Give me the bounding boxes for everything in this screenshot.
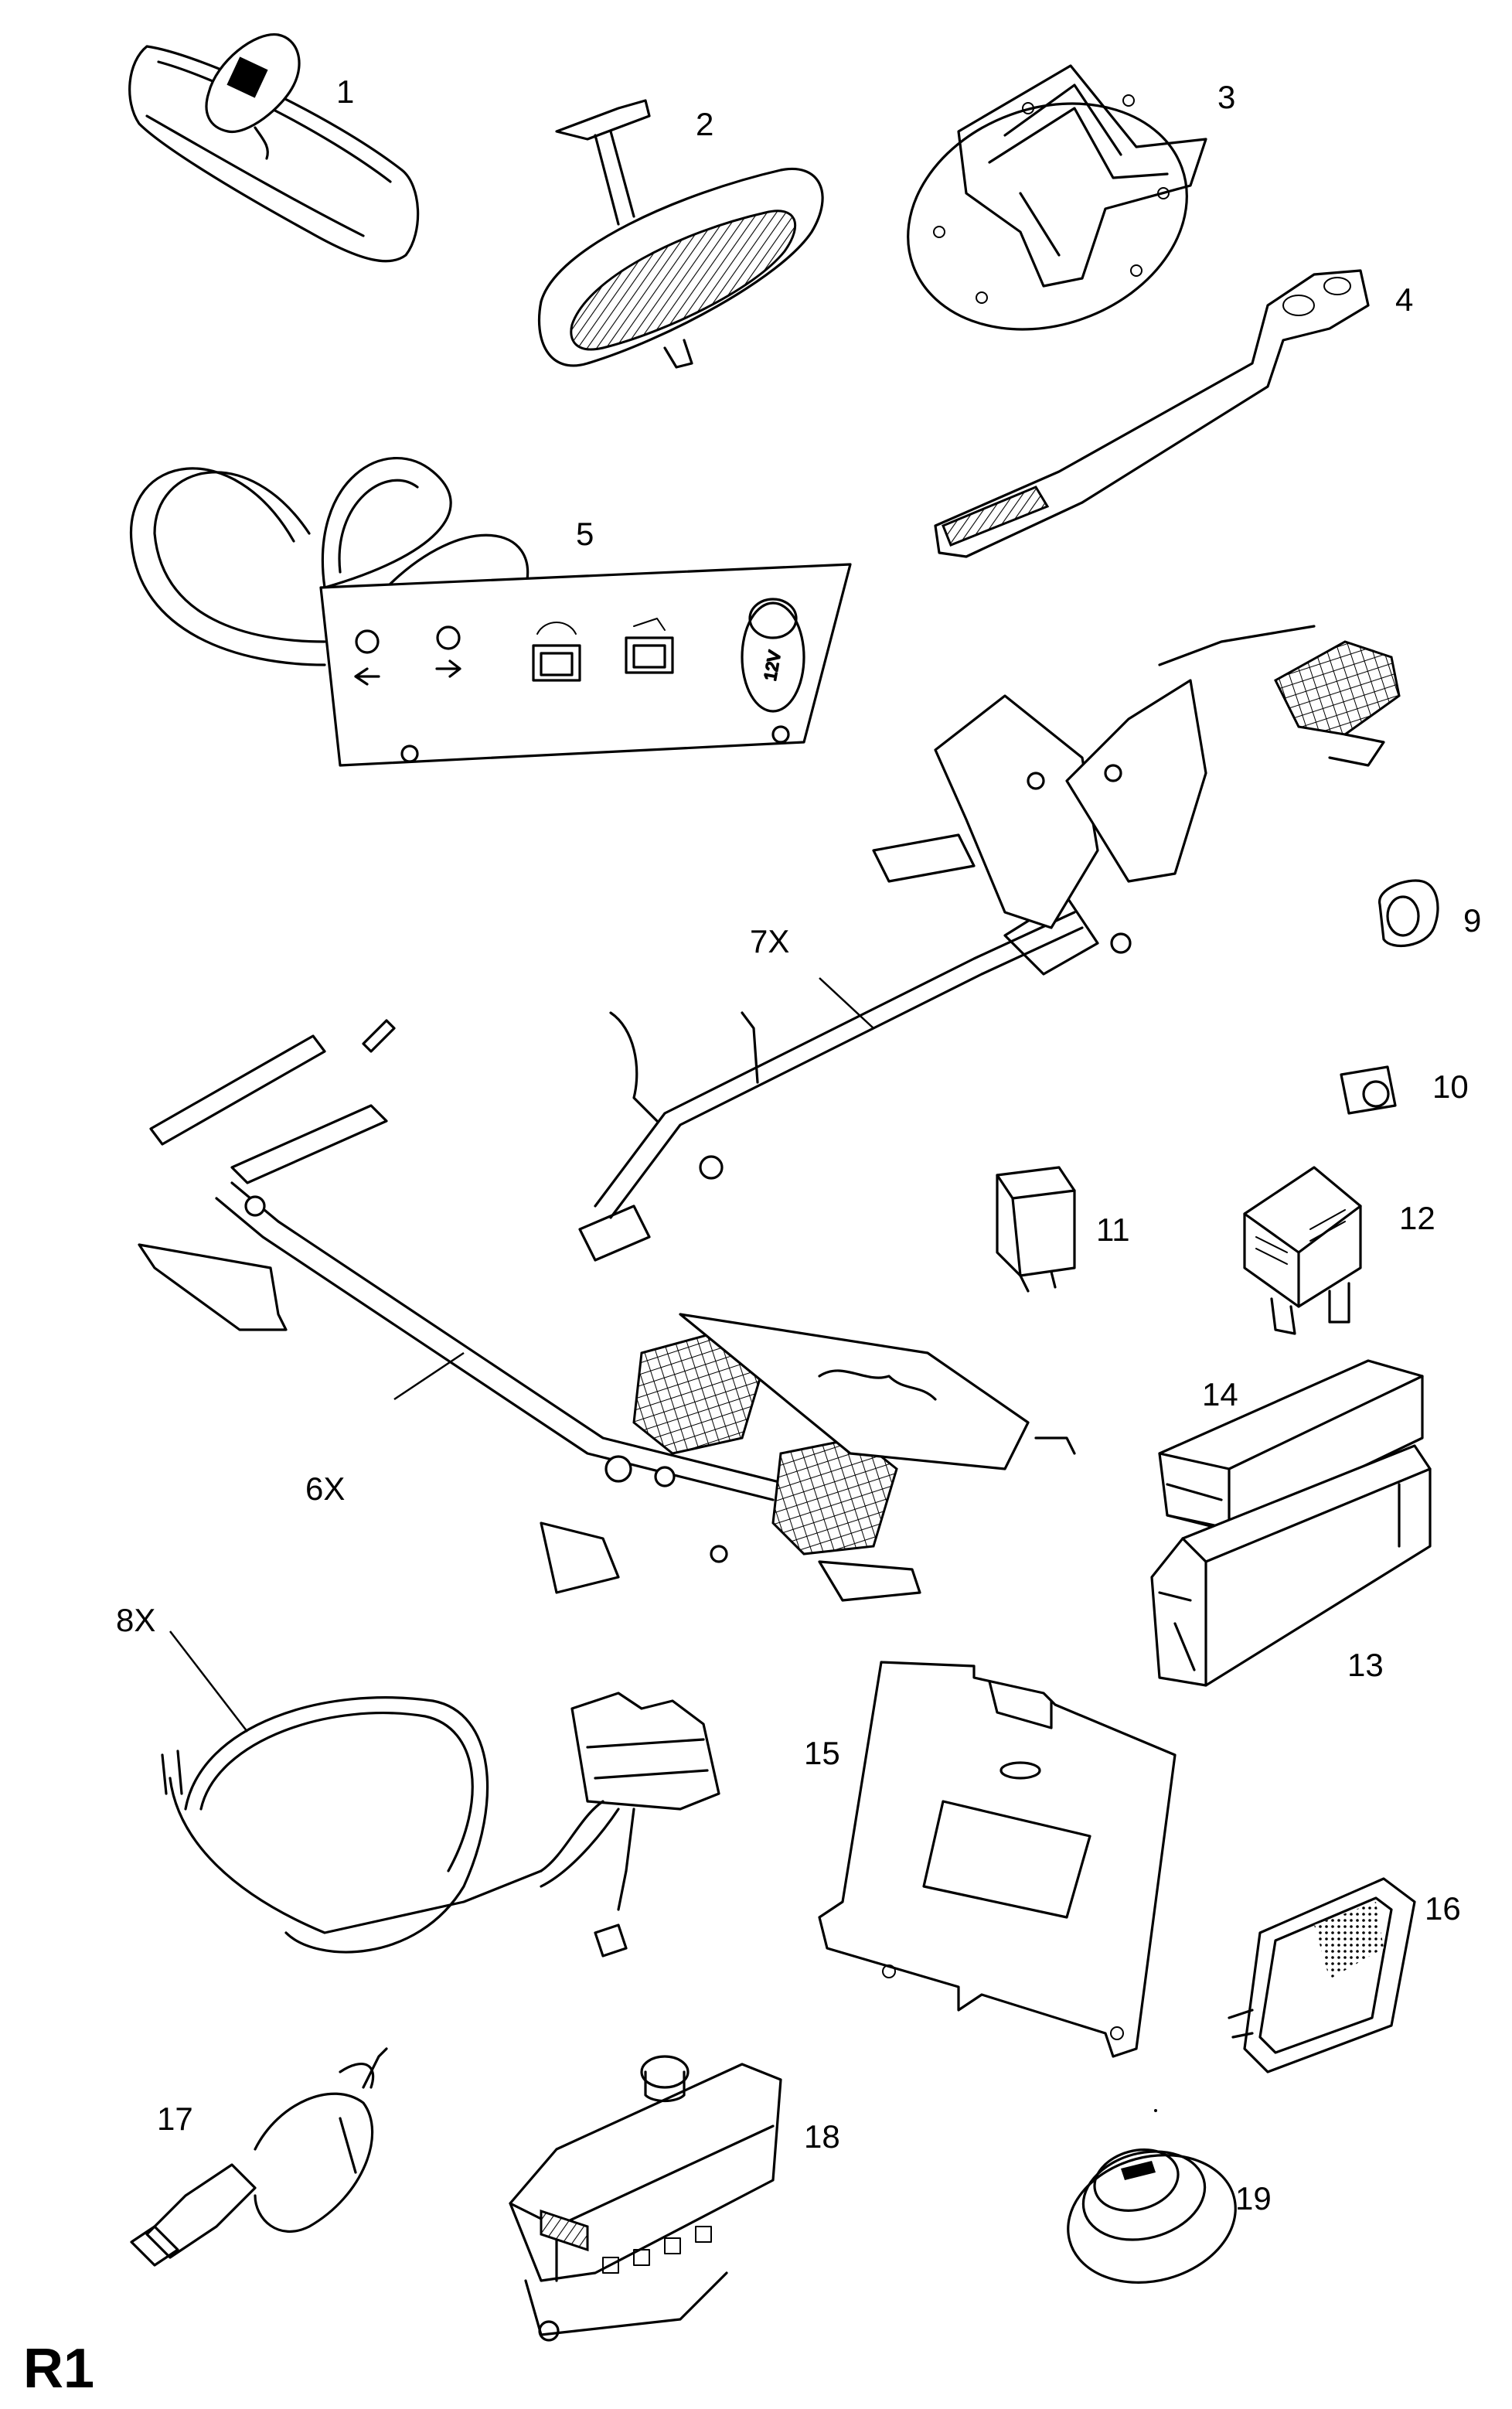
part-6x-pedal-assembly [138,1019,1076,1602]
part-8x-wiring-harness [161,1692,720,1958]
callout-9: 9 [1463,902,1481,939]
part-9-grommet [1378,879,1439,947]
part-16-interior-lamp [1228,1877,1416,2073]
callout-3: 3 [1217,79,1235,115]
callout-15: 15 [804,1735,840,1771]
part-12-relay [1243,1166,1362,1335]
part-10-switch [1340,1065,1397,1115]
part-1-interior-mirror [128,33,420,263]
part-5-switch-panel: 12V [129,457,852,767]
leader-lines [169,977,874,1733]
callout-7x: 7X [750,923,789,959]
callout-19: 19 [1235,2180,1272,2216]
callout-13: 13 [1347,1647,1384,1683]
part-3-mount-plate [907,64,1207,331]
part-17-bulb [130,2047,388,2267]
part-18-fuse-box [509,2055,782,2342]
callout-8x: 8X [116,1602,155,1638]
part-13-control-module [1150,1444,1432,1687]
callout-18: 18 [804,2118,840,2155]
part-4-bracket [934,269,1370,558]
callout-16: 16 [1425,1890,1461,1927]
callout-labels: 1 2 3 4 5 6X 7X 8X 9 10 11 12 13 14 15 1… [116,73,1481,2216]
callout-17: 17 [157,2101,193,2137]
callout-6x: 6X [305,1470,345,1507]
part-15-mounting-plate [818,1661,1177,2058]
part-2-interior-mirror [537,99,824,369]
part-11-relay [996,1166,1076,1293]
callout-10: 10 [1432,1068,1469,1105]
callout-4: 4 [1395,281,1413,318]
callout-12: 12 [1399,1200,1435,1236]
callout-5: 5 [576,516,594,552]
callout-14: 14 [1202,1376,1238,1412]
part-19-accessory-socket [1067,2109,1237,2284]
part-7x-pedal-linkage [578,625,1401,1262]
sheet-id: R1 [23,2338,94,2400]
callout-11: 11 [1096,1211,1130,1248]
part-14-control-module [1158,1359,1424,1532]
callout-2: 2 [696,106,713,142]
callout-1: 1 [336,73,354,110]
